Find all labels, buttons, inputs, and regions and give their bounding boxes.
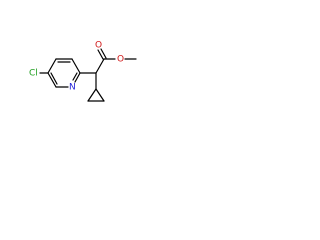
bond-ccarbonyl-ocarbonyl-2	[100, 48, 107, 59]
bond-ccp-c3cp	[95, 88, 105, 102]
bond-ccarbonyl-ocarbonyl-1	[97, 49, 104, 60]
atom-labels: Cl N O O	[29, 41, 124, 93]
bond-ccp-c2cp	[87, 88, 97, 102]
bond-c6-c5	[47, 72, 57, 88]
bond-ca-ccarbonyl	[95, 58, 105, 74]
chemical-structure-diagram: Cl N O O	[29, 41, 137, 102]
bond-c2-n	[74, 72, 81, 83]
atom-label-cl: Cl	[29, 69, 38, 79]
bond-c5-c4	[47, 58, 57, 74]
atom-label-o-carbonyl: O	[95, 41, 102, 51]
bond-c3-c2	[71, 58, 81, 74]
bond-lines	[39, 48, 137, 102]
bond-c2-n-inner	[72, 72, 78, 81]
atom-label-n: N	[69, 83, 76, 93]
atom-label-o-ester: O	[117, 55, 124, 65]
bond-c6-c5-inner	[50, 72, 58, 85]
